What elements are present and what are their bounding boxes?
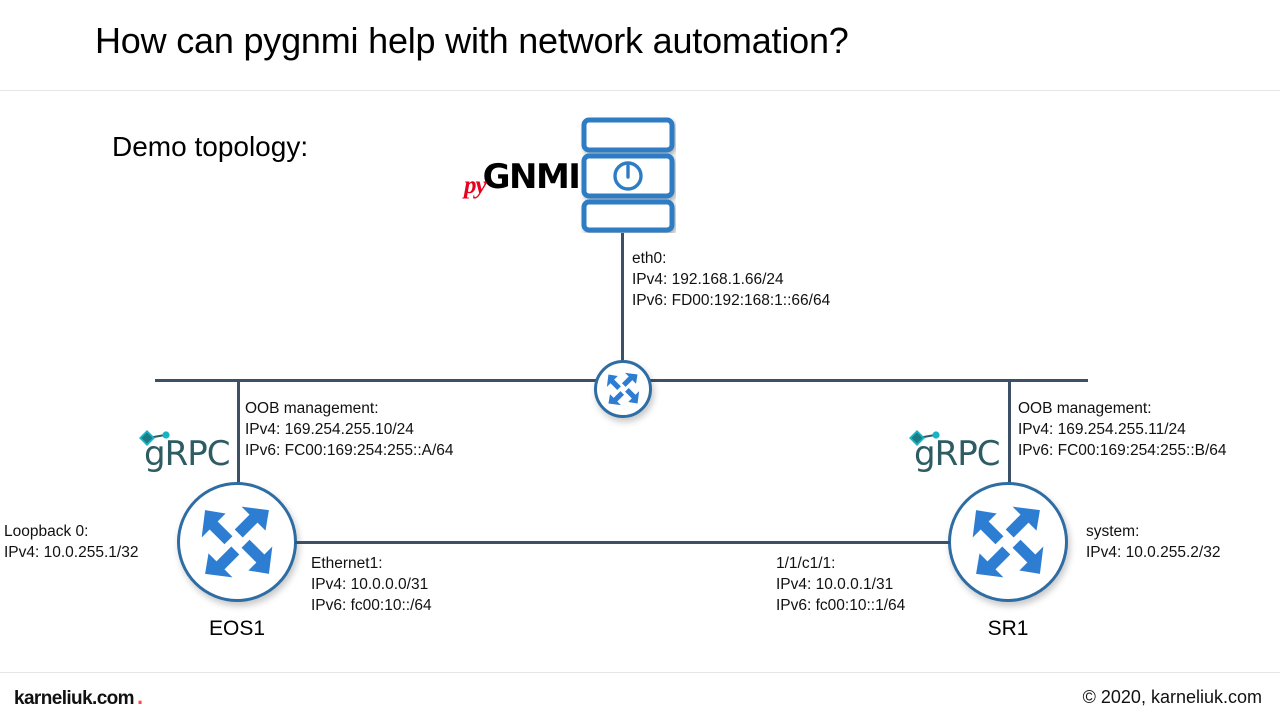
router-icon-eos1: [177, 482, 297, 602]
eos1-interface-name: Ethernet1:: [311, 555, 383, 572]
grpc-logo-sr1: gRPC: [906, 422, 1010, 478]
server-eth0-info: eth0: IPv4: 192.168.1.66/24 IPv6: FD00:1…: [632, 248, 830, 311]
eos1-interface-ipv6: IPv6: fc00:10::/64: [311, 597, 432, 614]
pygnmi-gnmi-text: GNMI: [482, 157, 581, 197]
eos1-loopback-name: Loopback 0:: [4, 523, 89, 540]
eos1-oob-ipv6: IPv6: FC00:169:254:255::A/64: [245, 442, 454, 459]
grpc-node-icon: [909, 430, 940, 446]
site-brand-dot: .: [136, 684, 143, 709]
link-bus-to-eos1: [237, 379, 240, 493]
sr1-interface-ipv6: IPv6: fc00:10::1/64: [776, 597, 906, 614]
subtitle: Demo topology:: [112, 131, 309, 162]
sr1-oob-title: OOB management:: [1018, 400, 1152, 417]
sr1-interface-name: 1/1/c1/1:: [776, 555, 836, 572]
link-eos1-to-sr1: [295, 541, 950, 544]
eos1-interface-ipv4: IPv4: 10.0.0.0/31: [311, 576, 429, 593]
sr1-interface-info: 1/1/c1/1: IPv4: 10.0.0.1/31 IPv6: fc00:1…: [776, 553, 905, 616]
eos1-oob-title: OOB management:: [245, 400, 379, 417]
footer-divider: [0, 672, 1280, 673]
sr1-system-name: system:: [1086, 523, 1140, 540]
grpc-logo-eos1: gRPC: [136, 422, 240, 478]
server-icon: [580, 117, 676, 233]
eos1-loopback-info: Loopback 0: IPv4: 10.0.255.1/32: [4, 521, 138, 563]
page-title: How can pygnmi help with network automat…: [95, 20, 849, 61]
sr1-oob-info: OOB management: IPv4: 169.254.255.11/24 …: [1018, 398, 1227, 461]
eos1-oob-ipv4: IPv4: 169.254.255.10/24: [245, 421, 414, 438]
eos1-oob-info: OOB management: IPv4: 169.254.255.10/24 …: [245, 398, 454, 461]
device-label-eos1: EOS1: [208, 617, 266, 640]
title-divider: [0, 90, 1280, 91]
eos1-loopback-ipv4: IPv4: 10.0.255.1/32: [4, 544, 139, 561]
sr1-system-ipv4: IPv4: 10.0.255.2/32: [1086, 544, 1221, 561]
grpc-label: gRPC: [914, 434, 1000, 474]
site-brand: karneliuk.com.: [14, 686, 143, 710]
grpc-node-icon: [139, 430, 170, 446]
copyright-text: © 2020, karneliuk.com: [1082, 687, 1262, 707]
sr1-oob-ipv6: IPv6: FC00:169:254:255::B/64: [1018, 442, 1227, 459]
server-eth0-name: eth0:: [632, 250, 667, 267]
eos1-interface-info: Ethernet1: IPv4: 10.0.0.0/31 IPv6: fc00:…: [311, 553, 432, 616]
site-brand-text: karneliuk.com: [14, 688, 135, 709]
oob-switch-icon: [594, 360, 652, 418]
sr1-interface-ipv4: IPv4: 10.0.0.1/31: [776, 576, 894, 593]
sr1-oob-ipv4: IPv4: 169.254.255.11/24: [1018, 421, 1186, 438]
link-server-to-switch: [621, 233, 624, 373]
sr1-system-info: system: IPv4: 10.0.255.2/32: [1086, 521, 1220, 563]
device-label-sr1: SR1: [987, 617, 1029, 640]
server-eth0-ipv6: IPv6: FD00:192:168:1::66/64: [632, 292, 831, 309]
server-eth0-ipv4: IPv4: 192.168.1.66/24: [632, 271, 784, 288]
pygnmi-logo: pyGNMI: [464, 157, 581, 199]
router-icon-sr1: [948, 482, 1068, 602]
grpc-label: gRPC: [144, 434, 230, 474]
link-bus-to-sr1: [1008, 379, 1011, 493]
pygnmi-py-text: py: [464, 172, 487, 199]
